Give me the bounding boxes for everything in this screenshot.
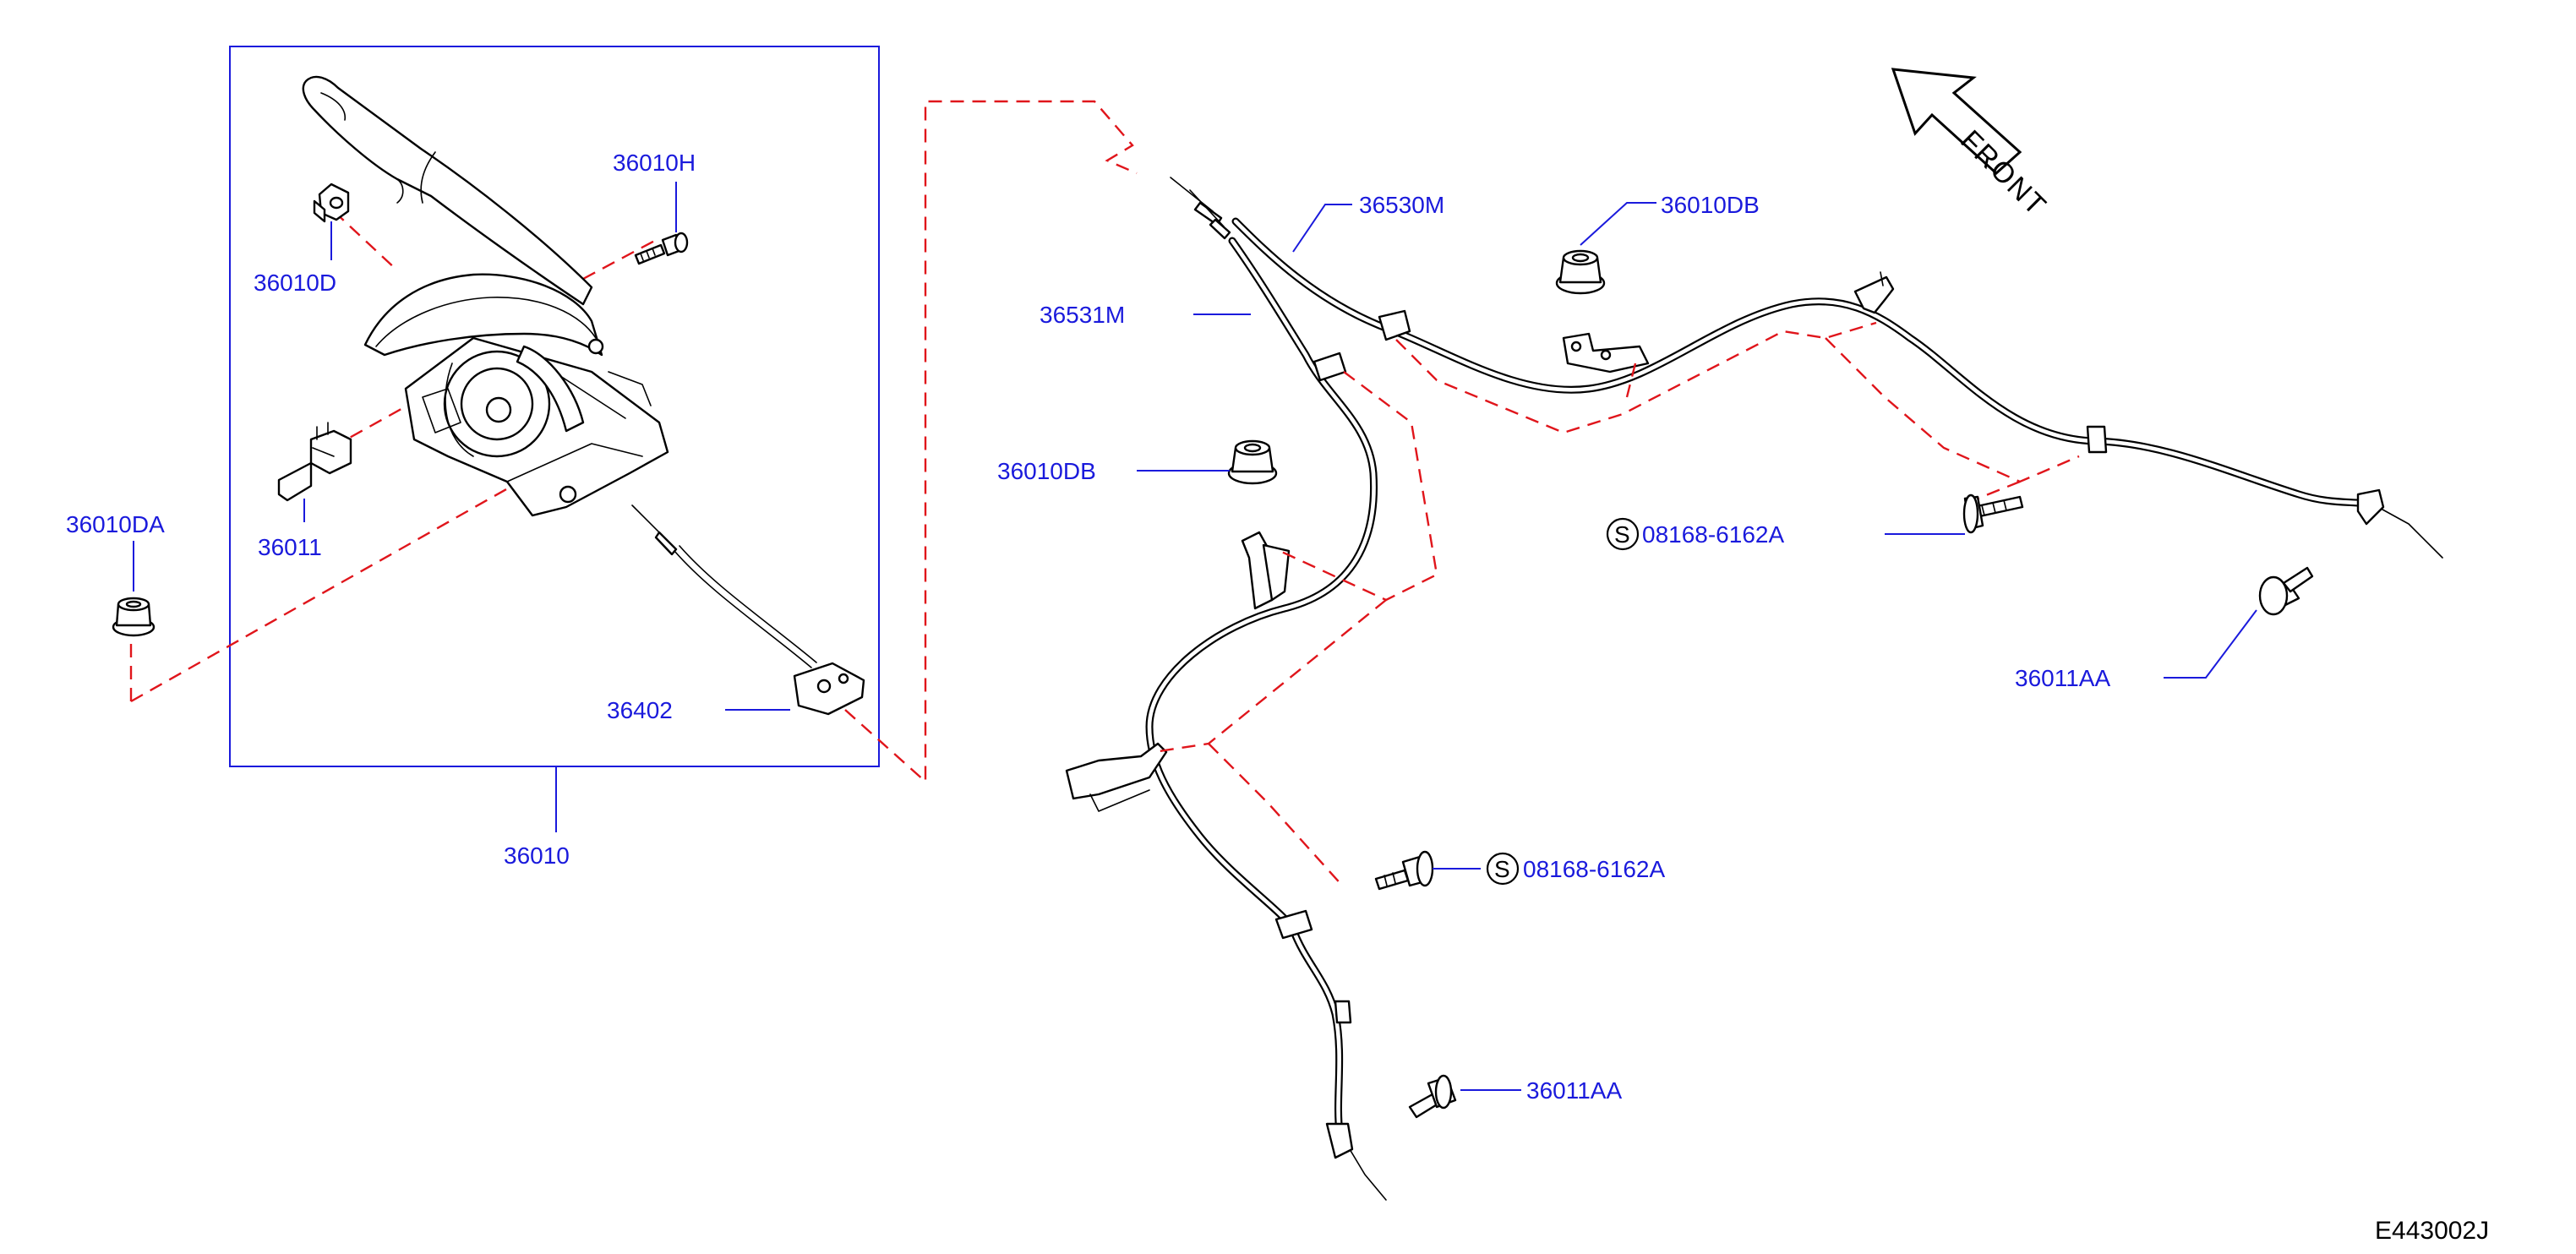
- label-36011AA-right: 36011AA: [2015, 665, 2110, 691]
- label-36010DA: 36010DA: [66, 511, 165, 537]
- label-36010D: 36010D: [254, 270, 336, 296]
- svg-text:S: S: [1614, 521, 1630, 548]
- switch-36011: [277, 422, 352, 502]
- label-36010DB-mid: 36010DB: [997, 458, 1096, 484]
- lever-assembly: [302, 75, 669, 517]
- nut-36010D: [313, 183, 350, 223]
- bolt-08168-right: [1962, 493, 2024, 534]
- label-36011: 36011: [258, 534, 322, 560]
- label-08168-right: 08168-6162A: [1642, 521, 1784, 548]
- cable-36530M: [1170, 177, 2443, 559]
- svg-text:S: S: [1494, 856, 1510, 882]
- bolt-36011AA-right: [2258, 566, 2314, 616]
- lever-assembly-frame: [229, 46, 880, 767]
- bolt-08168-lower: [1374, 850, 1434, 891]
- nut-36010DB-mid: [1227, 439, 1278, 485]
- diagram-code: E443002J: [2375, 1217, 2489, 1245]
- label-36010: 36010: [504, 842, 570, 869]
- label-36010DB-top: 36010DB: [1661, 192, 1760, 218]
- label-08168-lower: 08168-6162A: [1523, 856, 1665, 882]
- nut-36010DB-top: [1555, 249, 1606, 295]
- label-36530M: 36530M: [1359, 192, 1444, 218]
- reference-lines-right: [1153, 321, 2080, 888]
- front-arrow-icon: [1891, 68, 2022, 176]
- bolt-36010H: [634, 232, 689, 265]
- label-36402: 36402: [607, 697, 673, 723]
- label-36531M: 36531M: [1040, 302, 1125, 328]
- cable-36531M: [1065, 189, 1387, 1201]
- cable-36402: [631, 504, 865, 716]
- nut-36010DA: [112, 597, 156, 637]
- label-36011AA-lower: 36011AA: [1526, 1077, 1622, 1104]
- std-symbol-lower: S: [1486, 852, 1520, 886]
- bolt-36011AA-lower: [1408, 1074, 1457, 1119]
- std-symbol-right: S: [1606, 517, 1640, 551]
- reference-lines-left: [129, 100, 1138, 784]
- label-36010H: 36010H: [613, 150, 696, 176]
